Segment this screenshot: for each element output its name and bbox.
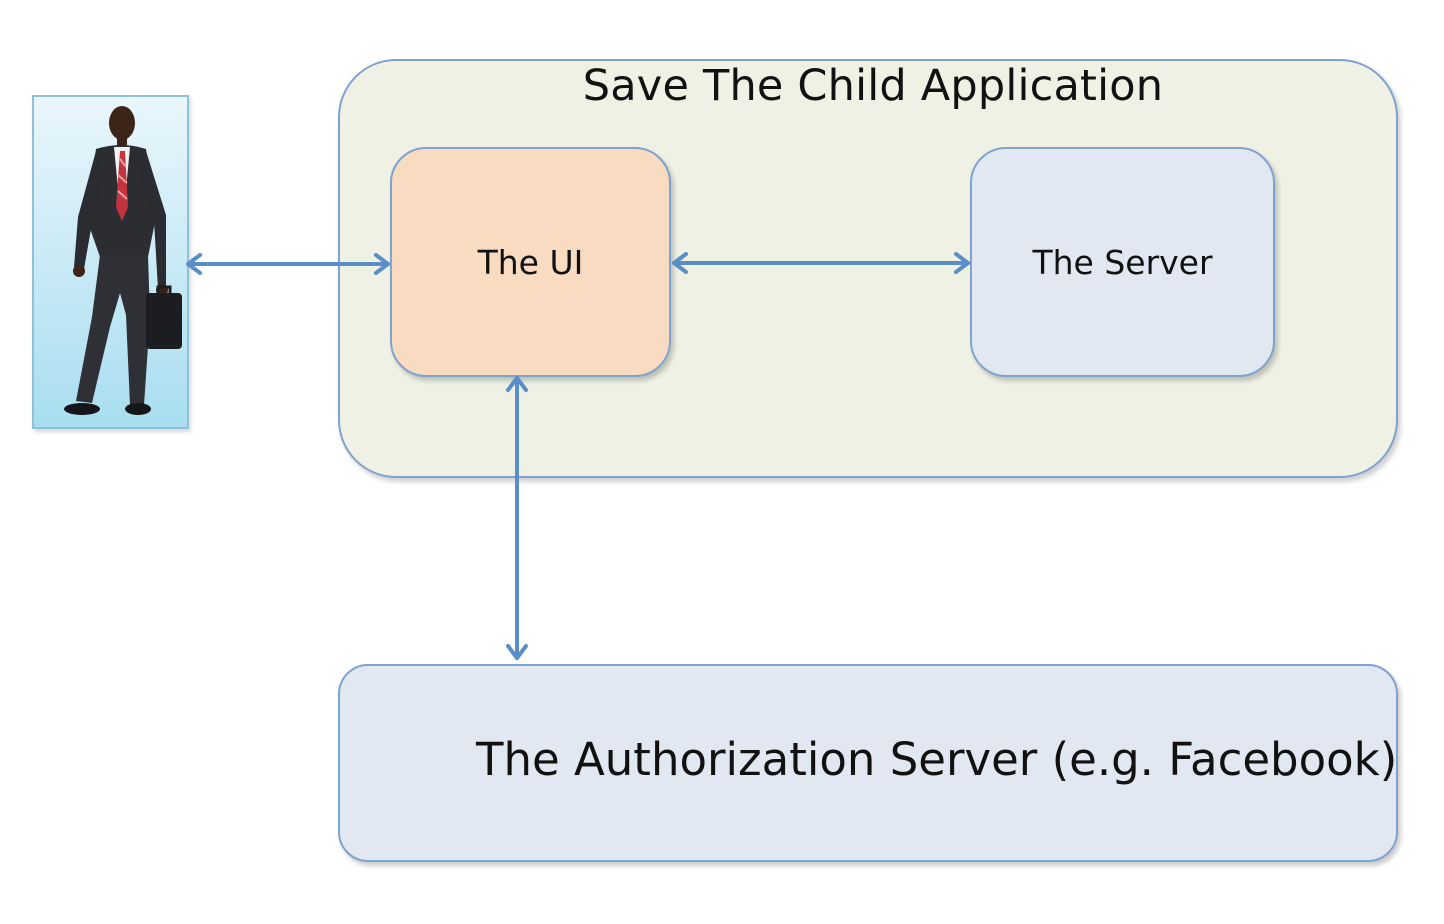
ui-auth-arrow [506, 376, 528, 660]
ui-server-arrow [672, 252, 970, 274]
user-ui-arrow [186, 253, 390, 275]
authorization-server-label: The Authorization Server (e.g. Facebook) [476, 733, 1398, 786]
ui-component-label: The UI [477, 242, 584, 282]
server-component-label: The Server [1032, 242, 1213, 282]
user-avatar [32, 95, 189, 429]
ui-component-box: The UI [390, 147, 671, 377]
authorization-server-box [338, 664, 1398, 862]
businessman-icon [64, 106, 182, 415]
server-component-box: The Server [970, 147, 1275, 377]
application-title: Save The Child Application [582, 61, 1164, 111]
